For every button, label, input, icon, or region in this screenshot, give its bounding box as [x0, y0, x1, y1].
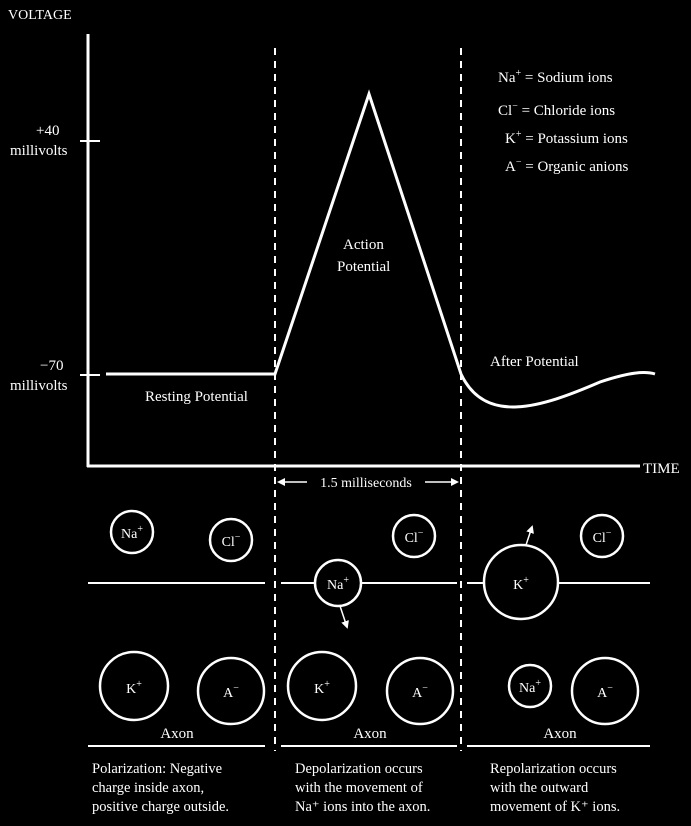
- ion-anion-label: A−: [223, 683, 239, 701]
- ion-potassium-circle: [98, 650, 170, 722]
- duration-label: 1.5 milliseconds: [320, 476, 412, 491]
- ion-chloride-label: Cl−: [593, 528, 612, 546]
- action-potential-label-1: Action: [343, 237, 384, 253]
- membrane-potential-curve: [106, 89, 656, 409]
- ion-sodium-circle: [313, 558, 363, 608]
- ion-chloride-circle: [391, 513, 437, 559]
- panel-depolarization: Cl− Na+ K+ A− Axon Depolarization occurs…: [281, 513, 457, 815]
- panel-repolarization: K+ Cl− Na+ A− Axon Repolarization occurs…: [467, 513, 650, 815]
- ion-anion-label: A−: [597, 683, 613, 701]
- x-axis-label: TIME: [643, 461, 680, 477]
- action-potential-label-2: Potential: [337, 259, 390, 275]
- voltage-graph: VOLTAGE TIME +40 millivolts −70 millivol…: [8, 8, 680, 751]
- ion-potassium-circle: [286, 650, 358, 722]
- ion-sodium-label: Na+: [121, 524, 143, 542]
- sodium-influx-arrow: [339, 605, 349, 629]
- axon-label: Axon: [543, 726, 577, 742]
- ion-legend: Na+ = Sodium ions Cl− = Chloride ions K+…: [498, 68, 629, 175]
- ion-anion-circle: [385, 656, 455, 726]
- ion-anion-label: A−: [412, 683, 428, 701]
- ion-chloride-label: Cl−: [222, 532, 241, 550]
- polarization-caption: Polarization: Negative charge inside axo…: [92, 761, 229, 815]
- repolarization-caption: Repolarization occurs with the outward m…: [490, 761, 620, 815]
- panel-polarization: Na+ Cl− K+ A− Axon Polarization: Negativ…: [88, 509, 266, 815]
- axon-label: Axon: [353, 726, 387, 742]
- ion-sodium-circle: [507, 663, 553, 709]
- ion-potassium-label: K+: [513, 575, 529, 593]
- after-potential-label: After Potential: [490, 354, 579, 370]
- ion-chloride-label: Cl−: [405, 528, 424, 546]
- y-axis-label: VOLTAGE: [8, 8, 72, 23]
- legend-item-chloride: Cl− = Chloride ions: [498, 101, 615, 119]
- legend-item-potassium: K+ = Potassium ions: [505, 129, 628, 147]
- legend-item-anions: A− = Organic anions: [505, 157, 629, 175]
- ion-anion-circle: [570, 656, 640, 726]
- depolarization-caption: Depolarization occurs with the movement …: [295, 761, 430, 815]
- tick-minus70-unit: millivolts: [10, 378, 68, 394]
- resting-potential-label: Resting Potential: [145, 389, 248, 405]
- ion-sodium-circle: [109, 509, 155, 555]
- legend-item-sodium: Na+ = Sodium ions: [498, 68, 613, 86]
- ion-potassium-label: K+: [126, 679, 142, 697]
- ion-potassium-circle: [482, 543, 560, 621]
- ion-anion-circle: [196, 656, 266, 726]
- tick-plus40-value: +40: [36, 123, 59, 139]
- ion-sodium-label: Na+: [327, 575, 349, 593]
- tick-plus40-unit: millivolts: [10, 143, 68, 159]
- axon-label: Axon: [160, 726, 194, 742]
- ion-chloride-circle: [208, 517, 254, 563]
- ion-potassium-label: K+: [314, 679, 330, 697]
- ion-chloride-circle: [579, 513, 625, 559]
- potassium-efflux-arrow: [525, 525, 534, 546]
- ion-sodium-label: Na+: [519, 678, 541, 696]
- tick-minus70-value: −70: [40, 358, 63, 374]
